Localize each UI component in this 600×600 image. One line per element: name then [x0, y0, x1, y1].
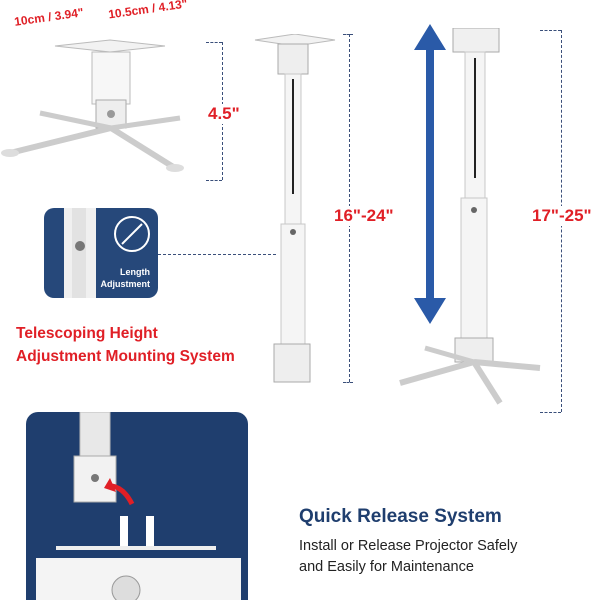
short-mount-illustration	[1, 39, 184, 172]
length-adjustment-label: Length Adjustment	[100, 267, 151, 289]
long-ext-tick-top	[540, 30, 561, 31]
mount-height-label: 4.5"	[208, 104, 240, 124]
height-arrow	[414, 24, 446, 324]
short-pole-illustration	[254, 34, 336, 383]
telescoping-caption: Telescoping Height Adjustment Mounting S…	[16, 325, 235, 365]
short-extension-label: 16"-24"	[334, 206, 394, 226]
quick-release-panel	[26, 412, 248, 600]
quick-release-description: Install or Release Projector Safely and …	[299, 538, 518, 575]
short-ext-tick-bottom	[343, 382, 353, 383]
length-adjustment-callout: Length Adjustment	[44, 208, 158, 298]
quick-release-title: Quick Release System	[299, 506, 502, 527]
short-ext-tick-top	[343, 34, 353, 35]
mount-height-tick-top	[206, 42, 222, 43]
mount-height-tick-bottom	[206, 180, 222, 181]
long-extension-label: 17"-25"	[532, 206, 592, 226]
quick-release-illustration	[36, 412, 241, 600]
length-adjustment-detail	[64, 208, 150, 298]
callout-leader-line	[158, 254, 276, 255]
long-pole-illustration	[399, 28, 541, 405]
long-ext-tick-bottom	[540, 412, 561, 413]
